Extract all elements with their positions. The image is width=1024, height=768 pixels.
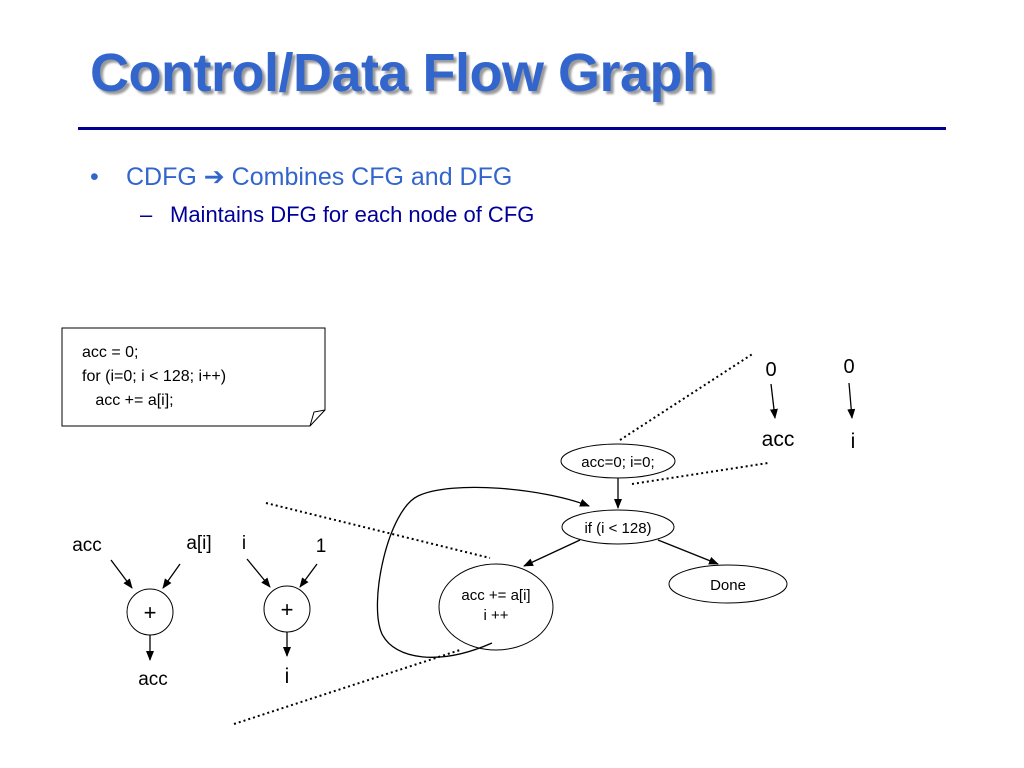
bullet-marker: • [90,163,99,191]
dfg-init: 0 acc 0 i [762,356,856,453]
dfg-body-acc-in: acc [72,535,102,556]
cfg-init-label: acc=0; i=0; [581,454,654,471]
sub-bullet-text: Maintains DFG for each node of CFG [170,202,535,227]
plus-operator-i: + [281,597,294,622]
dfg-body-a-edge [162,563,181,589]
cfg-edge-cond-body [523,539,581,567]
dfg-init-i-const: 0 [843,356,854,378]
dfg-body-one-in: 1 [316,536,327,557]
title-rule [78,127,946,130]
cfg-body-node: acc += a[i] i ++ [438,563,554,651]
dfg-init-acc-out: acc [762,428,795,451]
dotted-line-init-top [619,352,755,441]
dfg-body-i-in: i [242,533,246,554]
dfg-init-i-out: i [851,430,856,453]
code-line-1: acc = 0; [82,344,138,361]
dfg-body-one-edge [299,563,318,588]
cfg-body-label-2: i ++ [483,607,508,624]
dfg-init-i-edge [847,382,856,419]
bullet-text: CDFG [126,163,204,191]
cfg-cond-node: if (i < 128) [561,509,675,545]
dfg-body-i-out: i [285,665,290,688]
slide-title: Control/Data Flow Graph [90,43,715,103]
dfg-body-a-in: a[i] [186,533,211,554]
dfg-body-acc-out: acc [138,669,168,690]
dfg-body-acc-edge [110,559,133,589]
code-box: acc = 0; for (i=0; i < 128; i++) acc += … [61,327,326,427]
bullet-text-2: Combines CFG and DFG [224,163,513,191]
dfg-body-i-edge [246,558,271,588]
cfg-edge-cond-done [657,539,719,565]
dotted-line-body-top [265,502,491,559]
arrow-right-icon: ➔ [203,163,225,191]
cfg-edge-loop-back [376,486,590,658]
code-line-2: for (i=0; i < 128; i++) [82,368,226,385]
dotted-line-body-bottom [233,649,461,725]
bullet-cdfg: • CDFG ➔ Combines CFG and DFG [90,162,512,192]
cfg-cond-label: if (i < 128) [584,520,651,537]
dfg-body-acc: acc a[i] + acc [72,533,211,690]
sub-bullet-maintains: –Maintains DFG for each node of CFG [140,202,534,228]
cfg-body-label-1: acc += a[i] [461,587,530,604]
cfg-init-node: acc=0; i=0; [560,443,676,479]
cfg-done-label: Done [710,577,746,594]
dfg-init-acc-const: 0 [765,359,776,381]
code-line-3: acc += a[i]; [82,392,174,409]
dfg-init-acc-edge [769,383,778,419]
cfg-done-node: Done [668,564,788,604]
dfg-body-i: i 1 + i [242,533,326,688]
plus-operator-acc: + [144,600,157,625]
sub-bullet-marker: – [140,202,153,227]
